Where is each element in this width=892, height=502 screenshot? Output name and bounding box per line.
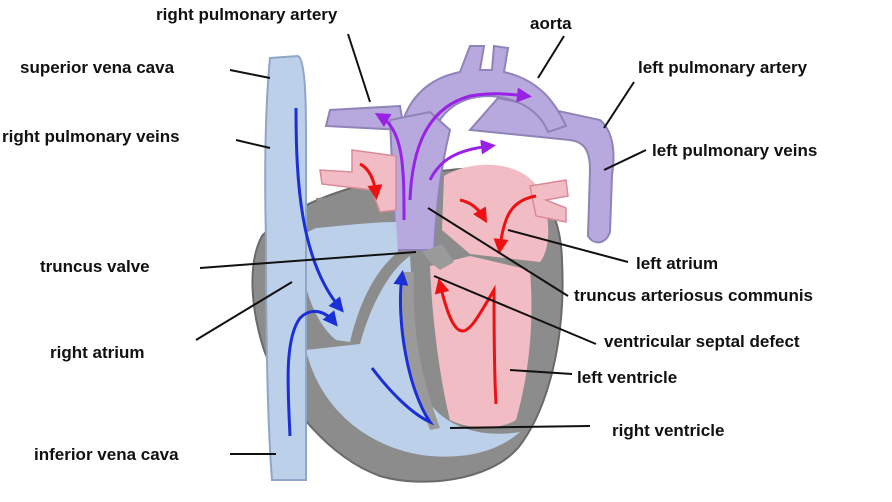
- label-right-pulmonary-veins: right pulmonary veins: [2, 127, 180, 146]
- leader-truncus-arteriosus: [427, 207, 569, 297]
- flow-arrow-la-2: [493, 194, 537, 254]
- label-superior-vena-cava: superior vena cava: [20, 58, 175, 77]
- label-aorta: aorta: [530, 14, 572, 33]
- leader-lines: [195, 33, 647, 455]
- flow-arrow-ivc: [286, 309, 338, 437]
- leader-right-ventricle: [449, 425, 591, 429]
- flow-arrow-pa: [374, 112, 406, 221]
- label-left-pulmonary-artery: left pulmonary artery: [638, 58, 808, 77]
- label-left-ventricle: left ventricle: [577, 368, 678, 387]
- label-truncus-valve: truncus valve: [40, 257, 150, 276]
- label-right-atrium: right atrium: [50, 343, 145, 362]
- truncus-valve-leaflets: [422, 244, 454, 270]
- leader-right-atrium: [195, 281, 293, 341]
- label-truncus-arteriosus-communis: truncus arteriosus communis: [574, 286, 814, 305]
- leader-right-pulmonary-veins: [235, 139, 271, 149]
- leader-left-pulmonary-veins: [603, 149, 647, 171]
- leader-left-ventricle: [509, 369, 573, 375]
- flow-arrow-rpv: [359, 162, 383, 200]
- flow-arrow-aorta: [408, 87, 532, 201]
- label-right-pulmonary-artery: right pulmonary artery: [156, 5, 338, 24]
- label-ventricular-septal-defect: ventricular septal defect: [604, 332, 800, 351]
- flow-arrow-svc: [294, 107, 344, 313]
- left-heart-chambers: [442, 164, 549, 262]
- leader-ventricular-septal-defect: [433, 275, 597, 345]
- left-ventricle-chamber: [430, 256, 532, 428]
- vena-cava-shape: [264, 54, 307, 481]
- right-pulmonary-vein-stub: [316, 196, 360, 214]
- ventricular-septum: [401, 272, 440, 430]
- leader-aorta: [537, 35, 565, 79]
- flow-arrow-la-1: [459, 198, 488, 224]
- label-right-ventricle: right ventricle: [612, 421, 725, 440]
- left-pulmonary-artery-shape: [467, 96, 615, 244]
- leader-left-atrium: [507, 229, 629, 263]
- label-left-atrium: left atrium: [636, 254, 719, 273]
- leader-right-pulmonary-artery: [347, 33, 371, 103]
- flow-arrow-lpa: [428, 139, 496, 181]
- label-left-pulmonary-veins: left pulmonary veins: [652, 141, 818, 160]
- flow-arrow-lv: [434, 278, 498, 405]
- leader-truncus-valve: [199, 251, 417, 269]
- label-inferior-vena-cava: inferior vena cava: [34, 445, 179, 464]
- leader-left-pulmonary-artery: [603, 81, 635, 129]
- leader-superior-vena-cava: [229, 69, 271, 79]
- left-pulmonary-veins-shape: [529, 179, 569, 223]
- flow-arrow-rv: [370, 270, 435, 426]
